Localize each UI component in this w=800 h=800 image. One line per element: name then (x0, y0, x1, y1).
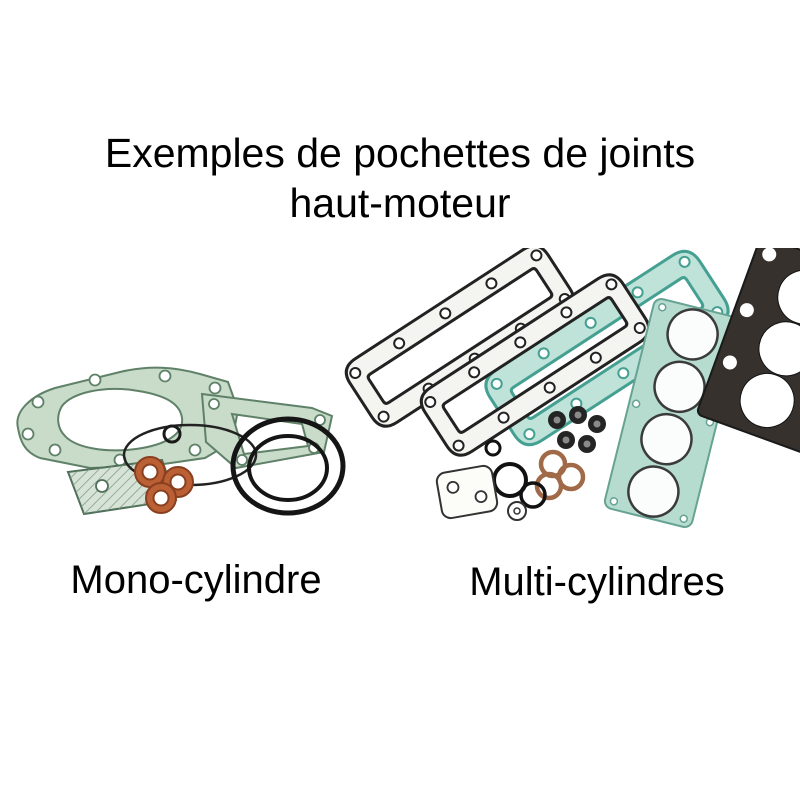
cover-gasket-icon (200, 392, 334, 470)
title-line1: Exemples de pochettes de joints (104, 130, 696, 176)
title-line2: haut-moteur (289, 180, 511, 227)
copper-washers-icon (134, 456, 194, 514)
dark-gasket-icon (696, 236, 800, 456)
white-washer-icon (507, 501, 527, 521)
valve-seals-icon (548, 406, 606, 453)
multi-cylinder-gasket-set-icon (344, 236, 800, 528)
base-gasket-icon (16, 366, 240, 470)
multi-cylinder-illustration (335, 236, 800, 553)
small-gasket-icon (435, 464, 499, 520)
cover-gasket-b-icon (419, 273, 651, 457)
small-oring-icon (162, 424, 182, 444)
copper-rings-icon (534, 449, 586, 501)
head-gasket-icon (603, 298, 743, 528)
large-orings-icon (230, 416, 346, 516)
mono-cylinder-gasket-set-icon (16, 366, 346, 516)
multi-cylinder-label: Multi-cylindres (469, 560, 725, 604)
mono-cylinder-label: Mono-cylindre (70, 558, 322, 602)
mono-cylinder-illustration (0, 350, 352, 570)
page-title: Exemples de pochettes de joints haut-mot… (0, 128, 800, 228)
